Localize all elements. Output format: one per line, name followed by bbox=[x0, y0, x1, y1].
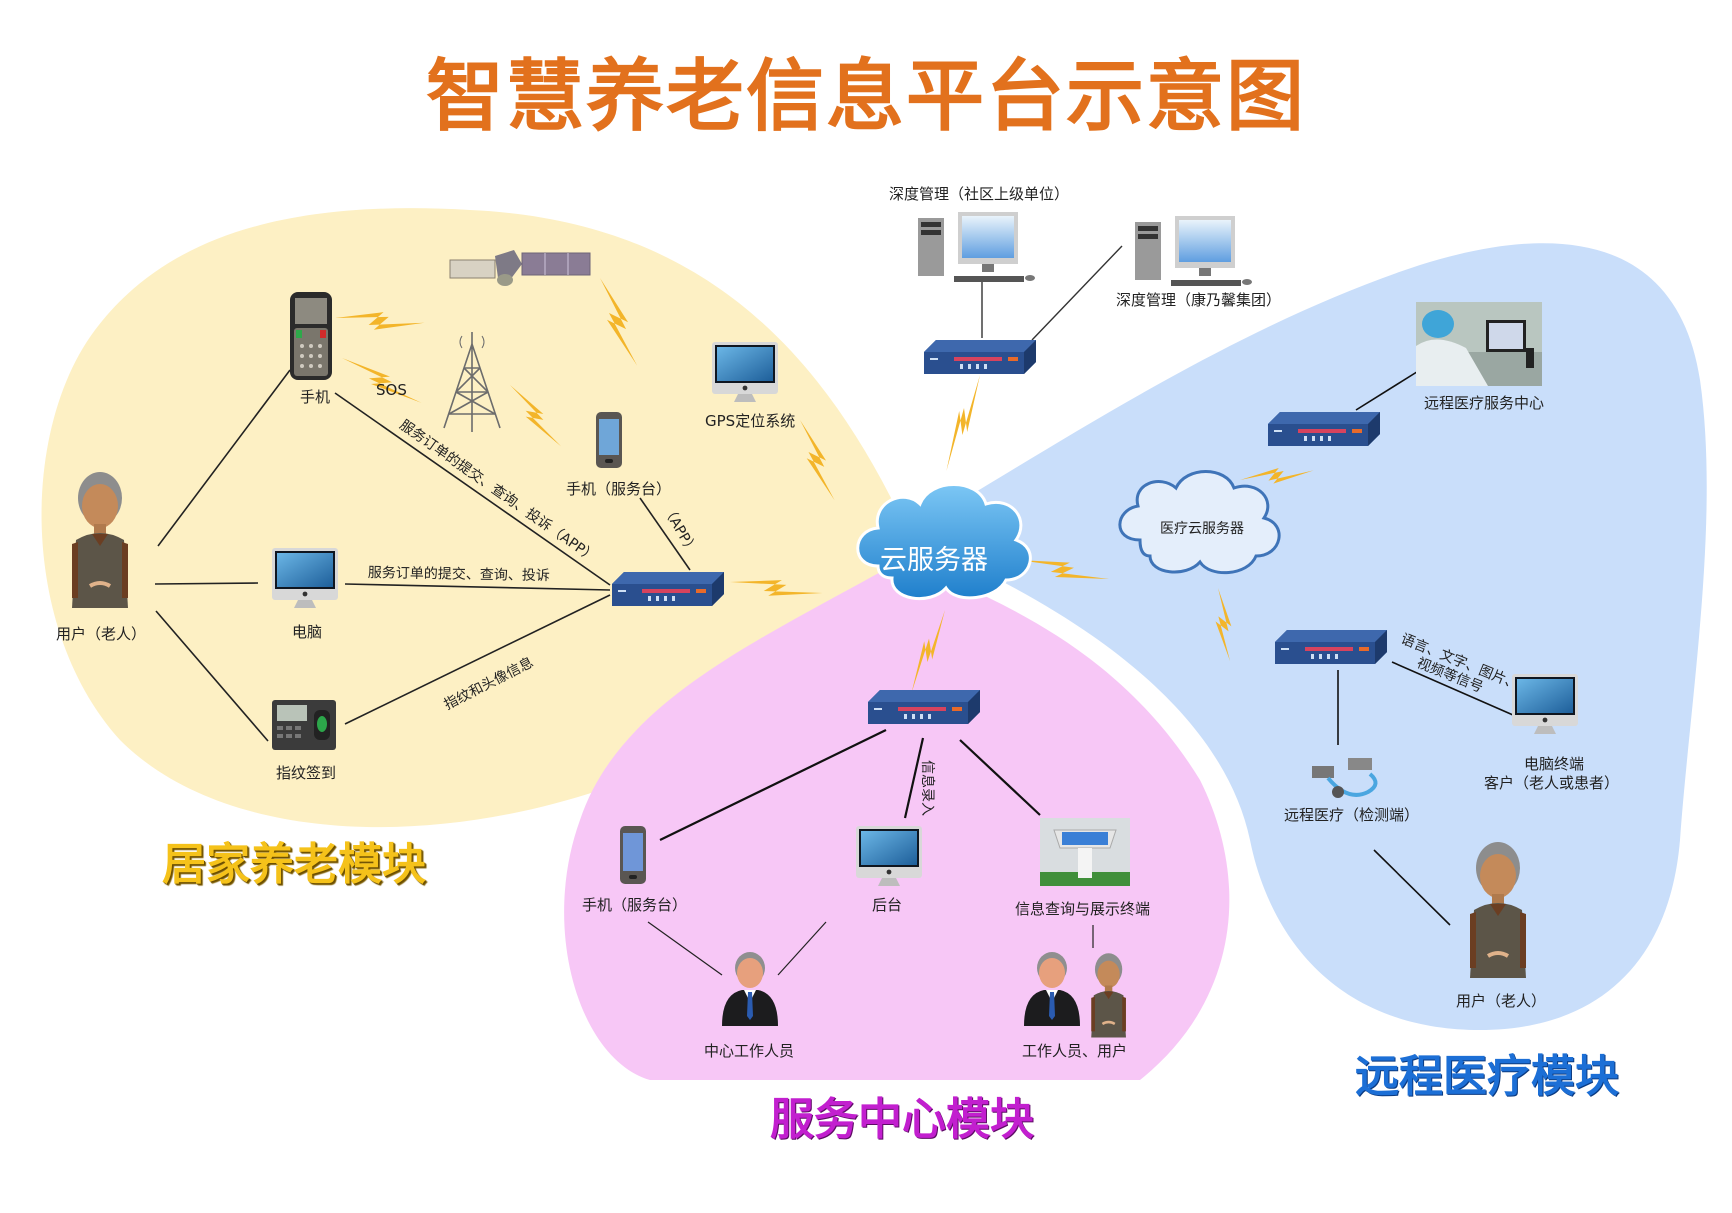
management-lines bbox=[981, 245, 1123, 341]
fingerprint-scanner-icon bbox=[272, 700, 336, 750]
medical-center-label: 远程医疗服务中心 bbox=[1424, 394, 1545, 412]
terminal-label-line1: 电脑终端 bbox=[1524, 755, 1585, 773]
home-region bbox=[41, 208, 903, 828]
service-region bbox=[564, 560, 1230, 1080]
medical-cloud-icon[interactable] bbox=[1118, 470, 1281, 575]
medical-module-title: 远程医疗模块 bbox=[1355, 1051, 1619, 1102]
fingerprint-label: 指纹签到 bbox=[276, 764, 337, 782]
kiosk-icon bbox=[1040, 818, 1130, 886]
elderly-user-icon bbox=[70, 470, 130, 610]
medical-user-label: 用户（老人） bbox=[1456, 992, 1547, 1010]
smartphone-icon bbox=[620, 826, 646, 884]
gps-monitor-icon bbox=[712, 342, 778, 402]
router-icon bbox=[1268, 412, 1380, 446]
staff-users-label: 工作人员、用户 bbox=[1022, 1042, 1128, 1060]
sos-label: SOS bbox=[376, 381, 407, 399]
backend-label: 后台 bbox=[872, 896, 903, 914]
router-icon bbox=[1275, 630, 1387, 664]
desktop-pc-icon bbox=[918, 212, 1035, 282]
desktop-pc-icon bbox=[1135, 216, 1252, 286]
elderly-user-icon bbox=[1468, 840, 1528, 980]
cloud-icon[interactable] bbox=[856, 483, 1032, 601]
medical-cloud-label: 医疗云服务器 bbox=[1160, 521, 1244, 537]
page-title: 智慧养老信息平台示意图 bbox=[425, 52, 1306, 142]
medical-connection-lines bbox=[1337, 369, 1514, 926]
home-connection-lines bbox=[154, 369, 691, 742]
router-icon bbox=[612, 572, 724, 606]
home-module-title: 居家养老模块 bbox=[162, 839, 426, 890]
service-staff-lines bbox=[647, 921, 1094, 976]
feature-phone-icon bbox=[290, 292, 332, 380]
edge-backend-label: 信息录入 bbox=[919, 760, 935, 816]
staff-label: 中心工作人员 bbox=[704, 1042, 795, 1060]
detector-label: 远程医疗（检测端） bbox=[1284, 806, 1420, 824]
service-connection-lines bbox=[659, 729, 1041, 841]
doctor-photo-icon bbox=[1416, 302, 1542, 386]
satellite-icon bbox=[449, 250, 591, 286]
user-label: 用户（老人） bbox=[56, 625, 147, 643]
stethoscope-icon bbox=[1312, 758, 1378, 798]
edge-computer-router-label: 服务订单的提交、查询、投诉 bbox=[367, 565, 550, 585]
smartphone-icon bbox=[596, 412, 622, 468]
router-icon bbox=[924, 340, 1036, 374]
service-phone-label: 手机（服务台） bbox=[566, 480, 672, 498]
mgmt-group-label: 深度管理（康乃馨集团） bbox=[1116, 291, 1282, 309]
cell-tower-icon bbox=[443, 332, 501, 432]
mgmt-community-label: 深度管理（社区上级单位） bbox=[889, 185, 1070, 203]
elderly-user-icon bbox=[1089, 951, 1128, 1039]
gps-label: GPS定位系统 bbox=[705, 412, 796, 430]
service-module-title: 服务中心模块 bbox=[770, 1094, 1034, 1145]
service-phone-label: 手机（服务台） bbox=[582, 896, 688, 914]
phone-label: 手机 bbox=[300, 388, 331, 406]
router-icon bbox=[868, 690, 980, 724]
kiosk-label: 信息查询与展示终端 bbox=[1015, 900, 1151, 918]
computer-label: 电脑 bbox=[292, 623, 323, 641]
cloud-server-label: 云服务器 bbox=[880, 545, 988, 576]
computer-monitor-icon bbox=[272, 548, 338, 608]
backend-monitor-icon bbox=[856, 826, 922, 886]
terminal-label-line2: 客户（老人或患者） bbox=[1484, 774, 1620, 792]
terminal-monitor-icon bbox=[1512, 674, 1578, 734]
